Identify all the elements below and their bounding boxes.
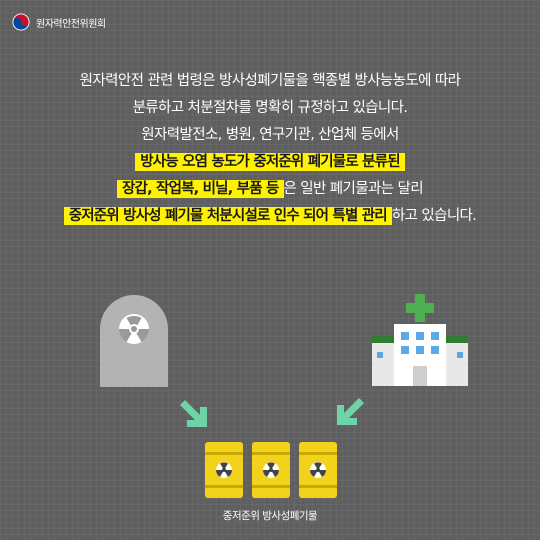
highlight-text: 방사능 오염 농도가 중저준위 폐기물로 분류된 [135, 153, 405, 171]
text-line-1: 원자력안전 관련 법령은 방사성폐기물을 핵종별 방사능농도에 따라 [79, 73, 461, 89]
arrow-down-right-icon [180, 400, 207, 427]
text-line-4: 방사능 오염 농도가 중저준위 폐기물로 분류된 [0, 149, 540, 176]
taegeuk-logo-icon [12, 13, 30, 31]
highlight-text: 중저준위 방사성 폐기물 처분시설로 인수 되어 특별 관리 [63, 207, 392, 225]
hospital-icon [372, 294, 468, 386]
text-line-3: 원자력발전소, 병원, 연구기관, 산업체 등에서 [141, 127, 399, 143]
text-line-2: 분류하고 처분절차를 명확히 규정하고 있습니다. [132, 100, 408, 116]
org-name: 원자력안전위원회 [36, 18, 106, 30]
radiation-tombstone-icon [100, 295, 168, 387]
highlight-text: 장갑, 작업복, 비닐, 부품 등 [117, 180, 284, 198]
description-text: 원자력안전 관련 법령은 방사성폐기물을 핵종별 방사능농도에 따라 분류하고 … [0, 68, 540, 230]
header: 원자력안전위원회 [12, 13, 106, 31]
radioactive-barrel-icon [205, 442, 337, 498]
arrow-down-left-icon [337, 398, 364, 425]
barrel-caption: 중저준위 방사성폐기물 [222, 510, 318, 522]
